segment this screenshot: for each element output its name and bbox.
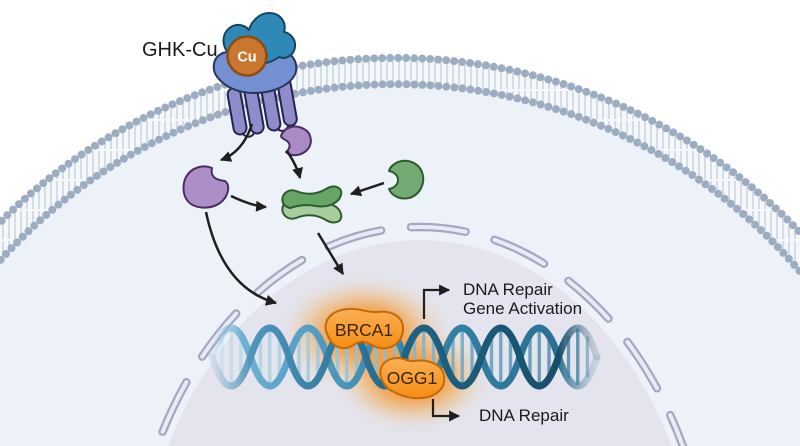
copper-ion-icon: [226, 35, 268, 77]
purple-signal-protein-icon: [182, 165, 230, 209]
outcome-annotations: DNA Repair Gene Activation DNA Repair: [422, 280, 582, 425]
arrow-dna-repair: [431, 399, 461, 422]
lipid-tails: [0, 60, 800, 271]
arrow-purple2-to-dimer: [230, 194, 268, 212]
arrow-gene-activation: [422, 284, 451, 319]
brca1-protein: BRCA1: [324, 307, 405, 350]
dna-strand-front: [208, 324, 601, 390]
dna-repair-label: DNA Repair: [479, 406, 569, 425]
ghk-cu-ligand-icon: Cu: [222, 12, 297, 77]
ogg1-label: OGG1: [387, 368, 438, 388]
arrow-dimer-to-nucleus: [316, 232, 345, 275]
gene-activation-label-line2: Gene Activation: [463, 299, 582, 318]
cell-membrane-icon: [0, 53, 800, 278]
green-transcription-factor-dimer-icon: [281, 185, 343, 224]
gene-activation-label-line1: DNA Repair: [463, 280, 553, 299]
lipid-heads-inner: [0, 80, 800, 278]
ghk-cu-label: GHK-Cu: [142, 39, 218, 61]
brca1-label: BRCA1: [335, 320, 393, 340]
signal-arrows: [204, 123, 385, 306]
receptor-bound-purple-protein-icon: [280, 125, 312, 157]
lipid-heads-outer: [0, 53, 800, 239]
copper-ion-label: Cu: [237, 50, 256, 66]
arrow-receptor-to-purple: [219, 123, 254, 162]
arrow-monomer-to-dimer: [349, 181, 385, 197]
green-protein-monomer-icon: [388, 159, 425, 200]
dna-helix-icon: [208, 324, 601, 390]
arrow-purple-to-nucleus: [204, 211, 278, 306]
arrow-purple-to-dimer: [285, 150, 303, 180]
ogg1-protein: OGG1: [379, 357, 446, 400]
